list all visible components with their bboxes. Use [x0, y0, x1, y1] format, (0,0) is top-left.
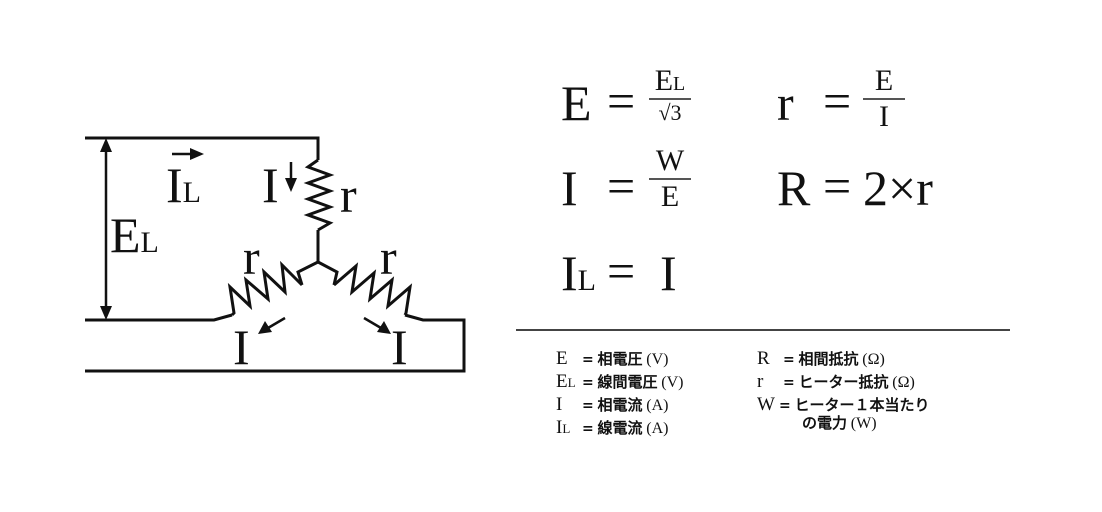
legend-item-interphase-resistance: R = 相間抵抗 (Ω) [757, 349, 885, 368]
legend-equals: = [582, 398, 594, 414]
right-resistor-lead [317, 260, 339, 286]
legend-equals: = [582, 421, 594, 437]
formula-interphase-resistance-lhs: R [777, 160, 811, 216]
formula-line-current-eq: = [607, 243, 636, 299]
legend-unit: (Ω) [892, 374, 915, 391]
legend-item-phase-voltage: E = 相電圧 (V) [556, 349, 668, 368]
formula-phase-current-numerator: W [655, 144, 685, 177]
legend-text: 相間抵抗 [798, 350, 859, 368]
phase-current-arrow-right-head [377, 321, 391, 334]
legend-item-heater-power-cont: の電力 (W) [802, 416, 877, 432]
legend-equals: = [779, 398, 791, 414]
legend-equals: = [783, 352, 795, 368]
formula-heater-resistance-fraction: E I [863, 66, 905, 132]
fraction-bar [649, 178, 691, 180]
phase-current-arrow-top-head [285, 178, 297, 192]
formula-phase-current-lhs: I [561, 160, 578, 216]
formula-phase-current-denominator: E [660, 180, 680, 213]
formula-phase-current-eq: = [607, 158, 636, 214]
legend-symbol: I [556, 417, 563, 438]
legend-text: ヒーター１本当たり [794, 396, 930, 414]
top-line-wire [85, 136, 320, 160]
line-voltage-label: EL [110, 210, 159, 260]
phase-current-arrow-right-shaft [363, 316, 382, 330]
line-current-arrow-head [190, 148, 204, 160]
legend-text: 相電圧 [597, 350, 643, 368]
resistor-label-left: r [243, 229, 260, 285]
formula-phase-voltage-denominator: √3 [658, 100, 682, 125]
line-current-label: IL [166, 160, 201, 210]
resistor-label-right: r [380, 229, 397, 285]
fraction-bar [649, 98, 691, 100]
legend-unit: (A) [646, 397, 669, 414]
legend-unit: (Ω) [862, 351, 885, 368]
right-resistor [333, 262, 413, 316]
line-current-symbol: I [166, 157, 183, 213]
top-resistor [303, 158, 335, 232]
legend-item-line-current: IL = 線電流 (A) [556, 418, 668, 437]
fraction-bar [863, 98, 905, 100]
legend-unit: (W) [850, 415, 877, 432]
legend-unit: (A) [646, 420, 669, 437]
legend-text: 線電流 [597, 419, 643, 437]
legend-item-phase-current: I = 相電流 (A) [556, 395, 668, 414]
legend-item-line-voltage: EL = 線間電圧 (V) [556, 372, 683, 391]
formula-interphase-resistance-eq: = [823, 158, 852, 214]
formula-phase-voltage-eq: = [607, 73, 636, 129]
legend-symbol: I [556, 394, 563, 415]
divider-line [516, 329, 1010, 331]
legend-subscript: L [562, 421, 571, 436]
middle-line-wire [85, 313, 233, 322]
legend-equals: = [582, 375, 594, 391]
phase-current-label-left: I [233, 319, 250, 375]
voltage-arrow-head-down [100, 306, 112, 320]
voltage-arrow-head-up [100, 138, 112, 152]
formula-heater-resistance-eq: = [823, 73, 852, 129]
resistor-label-top: r [340, 167, 357, 223]
legend-symbol: W [757, 394, 775, 415]
legend-text: 相電流 [597, 396, 643, 414]
line-current-subscript: L [182, 176, 201, 209]
formula-line-current-rhs: I [660, 245, 677, 301]
formula-phase-voltage-lhs: E [561, 75, 592, 131]
legend-text: 線間電圧 [597, 373, 658, 391]
legend-equals: = [582, 352, 594, 368]
left-resistor-lead [296, 260, 319, 286]
legend-text: の電力 [802, 414, 848, 432]
formula-line-current-lhs: IL [561, 248, 596, 298]
formula-phase-voltage-fraction: EL √3 [649, 66, 691, 124]
legend-unit: (V) [661, 374, 684, 391]
legend-item-heater-power: W= ヒーター１本当たり [757, 395, 930, 414]
formula-heater-resistance-numerator: E [874, 64, 894, 97]
legend-symbol: R [757, 348, 770, 369]
formula-line-current-subscript: L [577, 264, 596, 297]
legend-text: ヒーター抵抗 [798, 373, 889, 391]
legend-item-heater-resistance: r = ヒーター抵抗 (Ω) [757, 372, 915, 391]
legend-symbol: r [757, 371, 764, 392]
left-resistor [227, 260, 304, 317]
phase-current-label-right: I [391, 319, 408, 375]
phase-current-label-top: I [262, 157, 279, 213]
formula-interphase-resistance-rhs: 2×r [863, 160, 933, 216]
formula-phase-voltage-numerator: EL [654, 64, 686, 97]
formula-heater-resistance-lhs: r [777, 75, 794, 131]
phase-current-arrow-left-shaft [267, 316, 286, 330]
line-voltage-subscript: L [140, 226, 159, 259]
formula-phase-current-fraction: W E [649, 146, 691, 212]
legend-symbol: E [556, 348, 568, 369]
bottom-line-wire [85, 313, 466, 373]
formula-line-current-symbol: I [561, 245, 578, 301]
legend-unit: (V) [646, 351, 669, 368]
phase-current-arrow-left-head [258, 321, 272, 334]
legend-subscript: L [567, 375, 576, 390]
line-voltage-symbol: E [110, 207, 141, 263]
legend-symbol: E [556, 371, 568, 392]
legend-equals: = [783, 375, 795, 391]
formula-heater-resistance-denominator: I [879, 100, 889, 133]
